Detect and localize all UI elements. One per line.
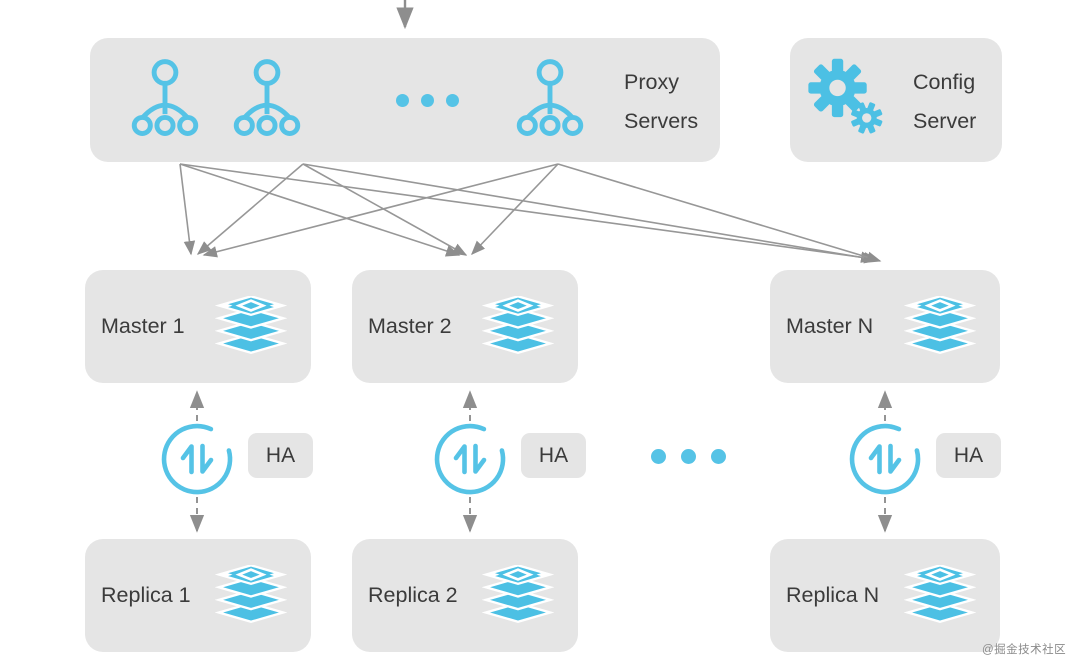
redis-icon: [215, 296, 287, 357]
proxy-to-master-arrows: [179, 163, 882, 264]
proxy-label-line2: Servers: [624, 109, 699, 133]
ha-label: HA: [538, 443, 569, 467]
replica-2-label: Replica 2: [368, 583, 458, 607]
redis-icon: [482, 296, 554, 357]
ha-badge: HA: [936, 433, 1001, 478]
redis-icon: [482, 565, 554, 626]
proxy-servers-box: Proxy Servers: [90, 38, 720, 162]
ha-label: HA: [953, 443, 984, 467]
proxy-node-icon: [130, 58, 200, 140]
proxy-node-icon: [515, 58, 585, 140]
proxy-servers-label: Proxy Servers: [624, 63, 698, 141]
master-1-box: Master 1: [85, 270, 311, 383]
master-n-box: Master N: [770, 270, 1000, 383]
replica-n-box: Replica N: [770, 539, 1000, 652]
ha-sync-icon: [431, 420, 509, 498]
config-label-line2: Server: [913, 109, 977, 133]
replica-n-label: Replica N: [786, 583, 880, 607]
ha-badge: HA: [521, 433, 586, 478]
replica-2-box: Replica 2: [352, 539, 578, 652]
redis-icon: [215, 565, 287, 626]
ellipsis-icon: [396, 94, 459, 107]
ha-sync-icon: [158, 420, 236, 498]
master-2-box: Master 2: [352, 270, 578, 383]
master-n-label: Master N: [786, 314, 874, 338]
ha-label: HA: [265, 443, 296, 467]
master-1-label: Master 1: [101, 314, 185, 338]
config-server-box: Config Server: [790, 38, 1002, 162]
ha-sync-icon: [846, 420, 924, 498]
config-label-line1: Config: [913, 70, 976, 94]
redis-icon: [904, 565, 976, 626]
proxy-node-icon: [232, 58, 302, 140]
ellipsis-icon: [651, 449, 726, 464]
replica-1-box: Replica 1: [85, 539, 311, 652]
proxy-label-line1: Proxy: [624, 70, 679, 94]
ha-badge: HA: [248, 433, 313, 478]
config-server-label: Config Server: [913, 63, 976, 141]
gears-icon: [806, 58, 888, 140]
watermark: @掘金技术社区: [982, 644, 1067, 656]
master-2-label: Master 2: [368, 314, 452, 338]
replica-1-label: Replica 1: [101, 583, 191, 607]
redis-icon: [904, 296, 976, 357]
